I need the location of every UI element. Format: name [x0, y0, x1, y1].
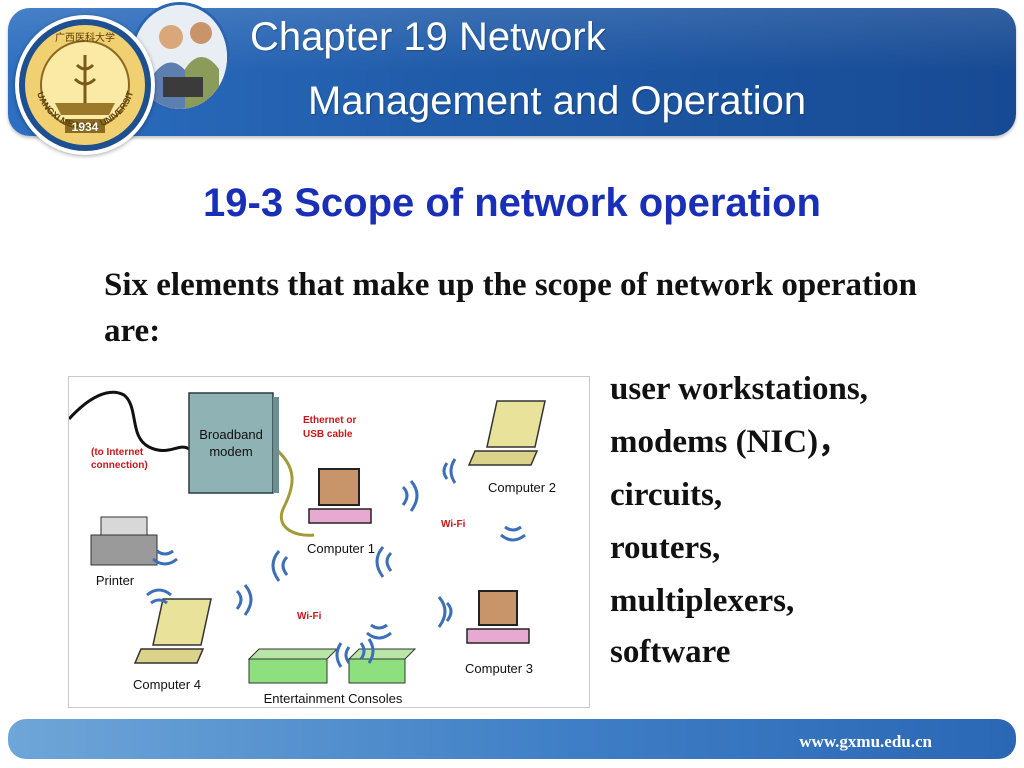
- chapter-title-line2: Management and Operation: [308, 79, 807, 123]
- computer-1-icon: [308, 468, 372, 524]
- chapter-title-line1: Chapter 19 Network: [250, 15, 606, 59]
- printer-icon: [90, 516, 158, 566]
- consoles-label: Entertainment Consoles: [264, 691, 403, 706]
- computer-3-label: Computer 3: [465, 661, 533, 676]
- wifi-label-2: Wi-Fi: [297, 611, 322, 622]
- element-item: circuits,: [610, 477, 723, 513]
- element-item: software: [610, 634, 731, 670]
- emblem-year: 1934: [72, 120, 99, 134]
- cable-label-1: Ethernet or: [303, 415, 356, 426]
- emblem-chinese: 广西医科大学: [55, 31, 115, 44]
- computer-3-icon: [466, 590, 530, 644]
- section-subtitle: 19-3 Scope of network operation: [203, 181, 821, 225]
- cable-label-2: USB cable: [303, 429, 353, 440]
- entertainment-consoles-icon: [247, 648, 417, 684]
- computer-4-icon: [133, 598, 212, 664]
- wifi-label-1: Wi-Fi: [441, 519, 466, 530]
- broadband-modem-icon: [188, 392, 279, 494]
- computer-4-label: Computer 4: [133, 677, 201, 692]
- network-diagram: Broadband modem (to Internet connection)…: [68, 376, 590, 708]
- wifi-signal-icons: [146, 458, 526, 668]
- element-item: user workstations,: [610, 371, 868, 407]
- computer-1-label: Computer 1: [307, 541, 375, 556]
- footer-url: www.gxmu.edu.cn: [799, 732, 932, 751]
- internet-label-2: connection): [91, 460, 148, 471]
- printer-label: Printer: [96, 573, 135, 588]
- internet-label-1: (to Internet: [91, 447, 144, 458]
- modem-label-2: modem: [209, 444, 252, 459]
- element-item: modems (NIC)，: [610, 424, 852, 460]
- computer-2-label: Computer 2: [488, 480, 556, 495]
- footer-bar: [8, 719, 1016, 759]
- computer-2-icon: [467, 400, 546, 466]
- element-item: routers,: [610, 530, 721, 566]
- intro-text: Six elements that make up the scope of n…: [104, 267, 918, 349]
- university-emblem: GUANGXI MEDICAL UNIVERSITY 1934 广西医科大学: [15, 15, 155, 155]
- modem-label-1: Broadband: [199, 427, 263, 442]
- element-item: multiplexers,: [610, 583, 795, 619]
